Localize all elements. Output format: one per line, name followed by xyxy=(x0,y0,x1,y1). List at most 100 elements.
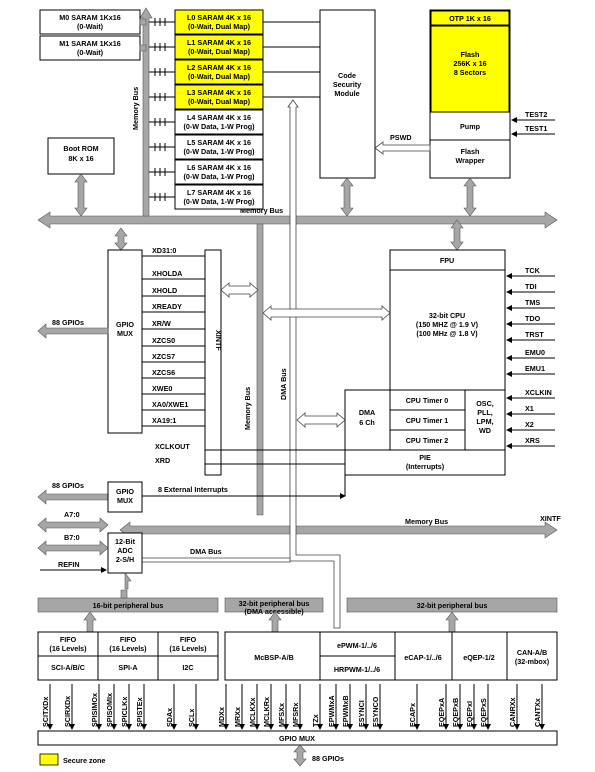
pin-label: MRXx xyxy=(233,707,242,727)
svg-text:2-S/H: 2-S/H xyxy=(116,555,134,564)
svg-text:MUX: MUX xyxy=(117,496,133,505)
xintf-block xyxy=(204,249,222,476)
svg-text:CPU Timer 1: CPU Timer 1 xyxy=(406,416,449,425)
cpu-signal: TRST xyxy=(525,330,544,339)
cpu-signal: TCK xyxy=(525,266,541,275)
xintf-signal: XZCS7 xyxy=(152,352,175,361)
l-saram-bus-ties xyxy=(149,18,320,201)
xintf-signal: XR/W xyxy=(152,319,171,328)
refin-label: REFIN xyxy=(58,560,80,569)
xintf-signal: XHOLD xyxy=(152,286,177,295)
svg-text:L0 SARAM 4K x 16: L0 SARAM 4K x 16 xyxy=(187,13,251,22)
xintf-signal: XA0/XWE1 xyxy=(152,400,188,409)
dma-bus: DMA Bus DMA Bus xyxy=(119,99,341,629)
svg-text:M1 SARAM 1Kx16: M1 SARAM 1Kx16 xyxy=(59,39,121,48)
svg-text:SCI-A/B/C: SCI-A/B/C xyxy=(51,663,85,672)
svg-text:eQEP-1/2: eQEP-1/2 xyxy=(463,653,495,662)
xintf-signal: XREADY xyxy=(152,302,182,311)
boot-rom: Boot ROM 8K x 16 xyxy=(47,137,115,217)
svg-text:Flash: Flash xyxy=(461,50,480,59)
fpu: FPU xyxy=(440,256,454,265)
svg-text:L7 SARAM 4K x 16: L7 SARAM 4K x 16 xyxy=(187,188,251,197)
memory-bus-vertical-label: Memory Bus xyxy=(131,87,140,130)
svg-text:Boot ROM: Boot ROM xyxy=(63,144,98,153)
svg-text:CPU Timer 2: CPU Timer 2 xyxy=(406,436,449,445)
pin-label: MDXx xyxy=(217,707,226,727)
svg-text:ePWM-1/../6: ePWM-1/../6 xyxy=(337,641,377,650)
svg-text:Security: Security xyxy=(333,80,361,89)
xintf-signals: XD31:0XHOLDAXHOLDXREADYXR/WXZCS0XZCS7XZC… xyxy=(142,246,350,465)
svg-text:6 Ch: 6 Ch xyxy=(359,418,375,427)
bus-32bit-dma xyxy=(224,597,324,613)
cpu-core xyxy=(389,249,506,391)
svg-text:8 Sectors: 8 Sectors xyxy=(454,68,486,77)
pin-label: SPISOMIx xyxy=(105,693,114,727)
xintf-signal: XHOLDA xyxy=(152,269,182,278)
svg-text:L6 SARAM 4K x 16: L6 SARAM 4K x 16 xyxy=(187,163,251,172)
svg-text:(16 Levels): (16 Levels) xyxy=(109,644,147,653)
pin-label: EPWMxA xyxy=(327,695,336,727)
l5-saram xyxy=(174,134,264,160)
code-security-module: Code Security Module xyxy=(319,9,376,217)
svg-text:12-Bit: 12-Bit xyxy=(115,537,136,546)
mcbsp xyxy=(224,631,324,681)
pin-label: ESYNCI xyxy=(357,700,366,727)
svg-text:ADC: ADC xyxy=(117,546,133,555)
cpu-signal: X2 xyxy=(525,420,534,429)
memory-bus-label: Memory Bus xyxy=(240,206,283,215)
pin-label: SCLx xyxy=(187,709,196,727)
flash-block: OTP 1K x 16 Flash 256K x 16 8 Sectors Pu… xyxy=(374,9,555,217)
cpu-signal: EMU0 xyxy=(525,348,545,357)
cpu-signal: XCLKIN xyxy=(525,388,552,397)
svg-text:FIFO: FIFO xyxy=(180,635,197,644)
external-interrupts-label: 8 External Interrupts xyxy=(158,485,228,494)
svg-text:HRPWM-1/../6: HRPWM-1/../6 xyxy=(334,665,380,674)
svg-text:256K x 16: 256K x 16 xyxy=(453,59,486,68)
dma-bus-label: DMA Bus xyxy=(279,368,288,400)
pin-label: EQEPxS xyxy=(479,698,488,727)
svg-text:GPIO: GPIO xyxy=(116,487,134,496)
xintf-signal: XRD xyxy=(155,456,170,465)
svg-text:OTP 1K x 16: OTP 1K x 16 xyxy=(449,14,491,23)
adc-a-label: A7:0 xyxy=(64,510,80,519)
bottom-gpio-mux: GPIO MUX 88 GPIOs xyxy=(37,730,558,767)
m0-saram: M0 SARAM 1Kx16 (0-Wait) xyxy=(39,9,147,35)
pin-label: ESYNCO xyxy=(371,696,380,727)
xintf-signal: XZCS0 xyxy=(152,336,175,345)
svg-text:(0-W Data, 1-W Prog): (0-W Data, 1-W Prog) xyxy=(183,122,255,131)
svg-text:(100 MHz @ 1.8 V): (100 MHz @ 1.8 V) xyxy=(416,329,478,338)
l4-saram xyxy=(174,109,264,135)
osc-pll xyxy=(464,389,506,451)
can-a-b xyxy=(506,631,558,681)
cpu-signal: TDO xyxy=(525,314,541,323)
svg-text:GPIO MUX: GPIO MUX xyxy=(279,734,315,743)
cpu-signal: EMU1 xyxy=(525,364,545,373)
secure-zone-swatch xyxy=(39,753,59,766)
pin-label: SPICLKx xyxy=(120,697,129,727)
pin-label: SCITXDx xyxy=(41,697,50,727)
pin-label: EQEPxB xyxy=(451,698,460,727)
svg-text:(32-mbox): (32-mbox) xyxy=(515,657,550,666)
gpio-mux-xintf: GPIO MUX 88 GPIOs XINTF xyxy=(37,227,259,476)
memory-bus-top: Memory Bus xyxy=(37,206,558,229)
svg-text:PIE: PIE xyxy=(419,453,431,462)
svg-text:32-bit CPU: 32-bit CPU xyxy=(429,311,465,320)
xintf-signal: XZCS6 xyxy=(152,368,175,377)
svg-text:(0-W Data, 1-W Prog): (0-W Data, 1-W Prog) xyxy=(183,147,255,156)
gpio-mux-main xyxy=(107,249,143,434)
flash-wrapper: Flash xyxy=(461,147,480,156)
memory-bus-bottom: Memory Bus XINTF xyxy=(119,514,561,539)
svg-text:OSC,: OSC, xyxy=(476,399,494,408)
gpios-88-label: 88 GPIOs xyxy=(52,318,84,327)
sci-a-b-c: FIFO (16 Levels) SCI-A/B/C xyxy=(49,635,87,672)
svg-text:(DMA accessible): (DMA accessible) xyxy=(244,607,304,616)
svg-text:8K x 16: 8K x 16 xyxy=(68,154,93,163)
svg-text:M0 SARAM 1Kx16: M0 SARAM 1Kx16 xyxy=(59,13,121,22)
peripheral-buses: 16-bit peripheral bus 32-bit peripheral … xyxy=(37,589,558,633)
m1-saram: M1 SARAM 1Kx16 (0-Wait) xyxy=(39,35,147,61)
spi-a: FIFO (16 Levels) SPI-A xyxy=(109,635,147,672)
test1-label: TEST1 xyxy=(525,124,547,133)
svg-text:I2C: I2C xyxy=(182,663,193,672)
svg-text:CPU Timer 0: CPU Timer 0 xyxy=(406,396,449,405)
